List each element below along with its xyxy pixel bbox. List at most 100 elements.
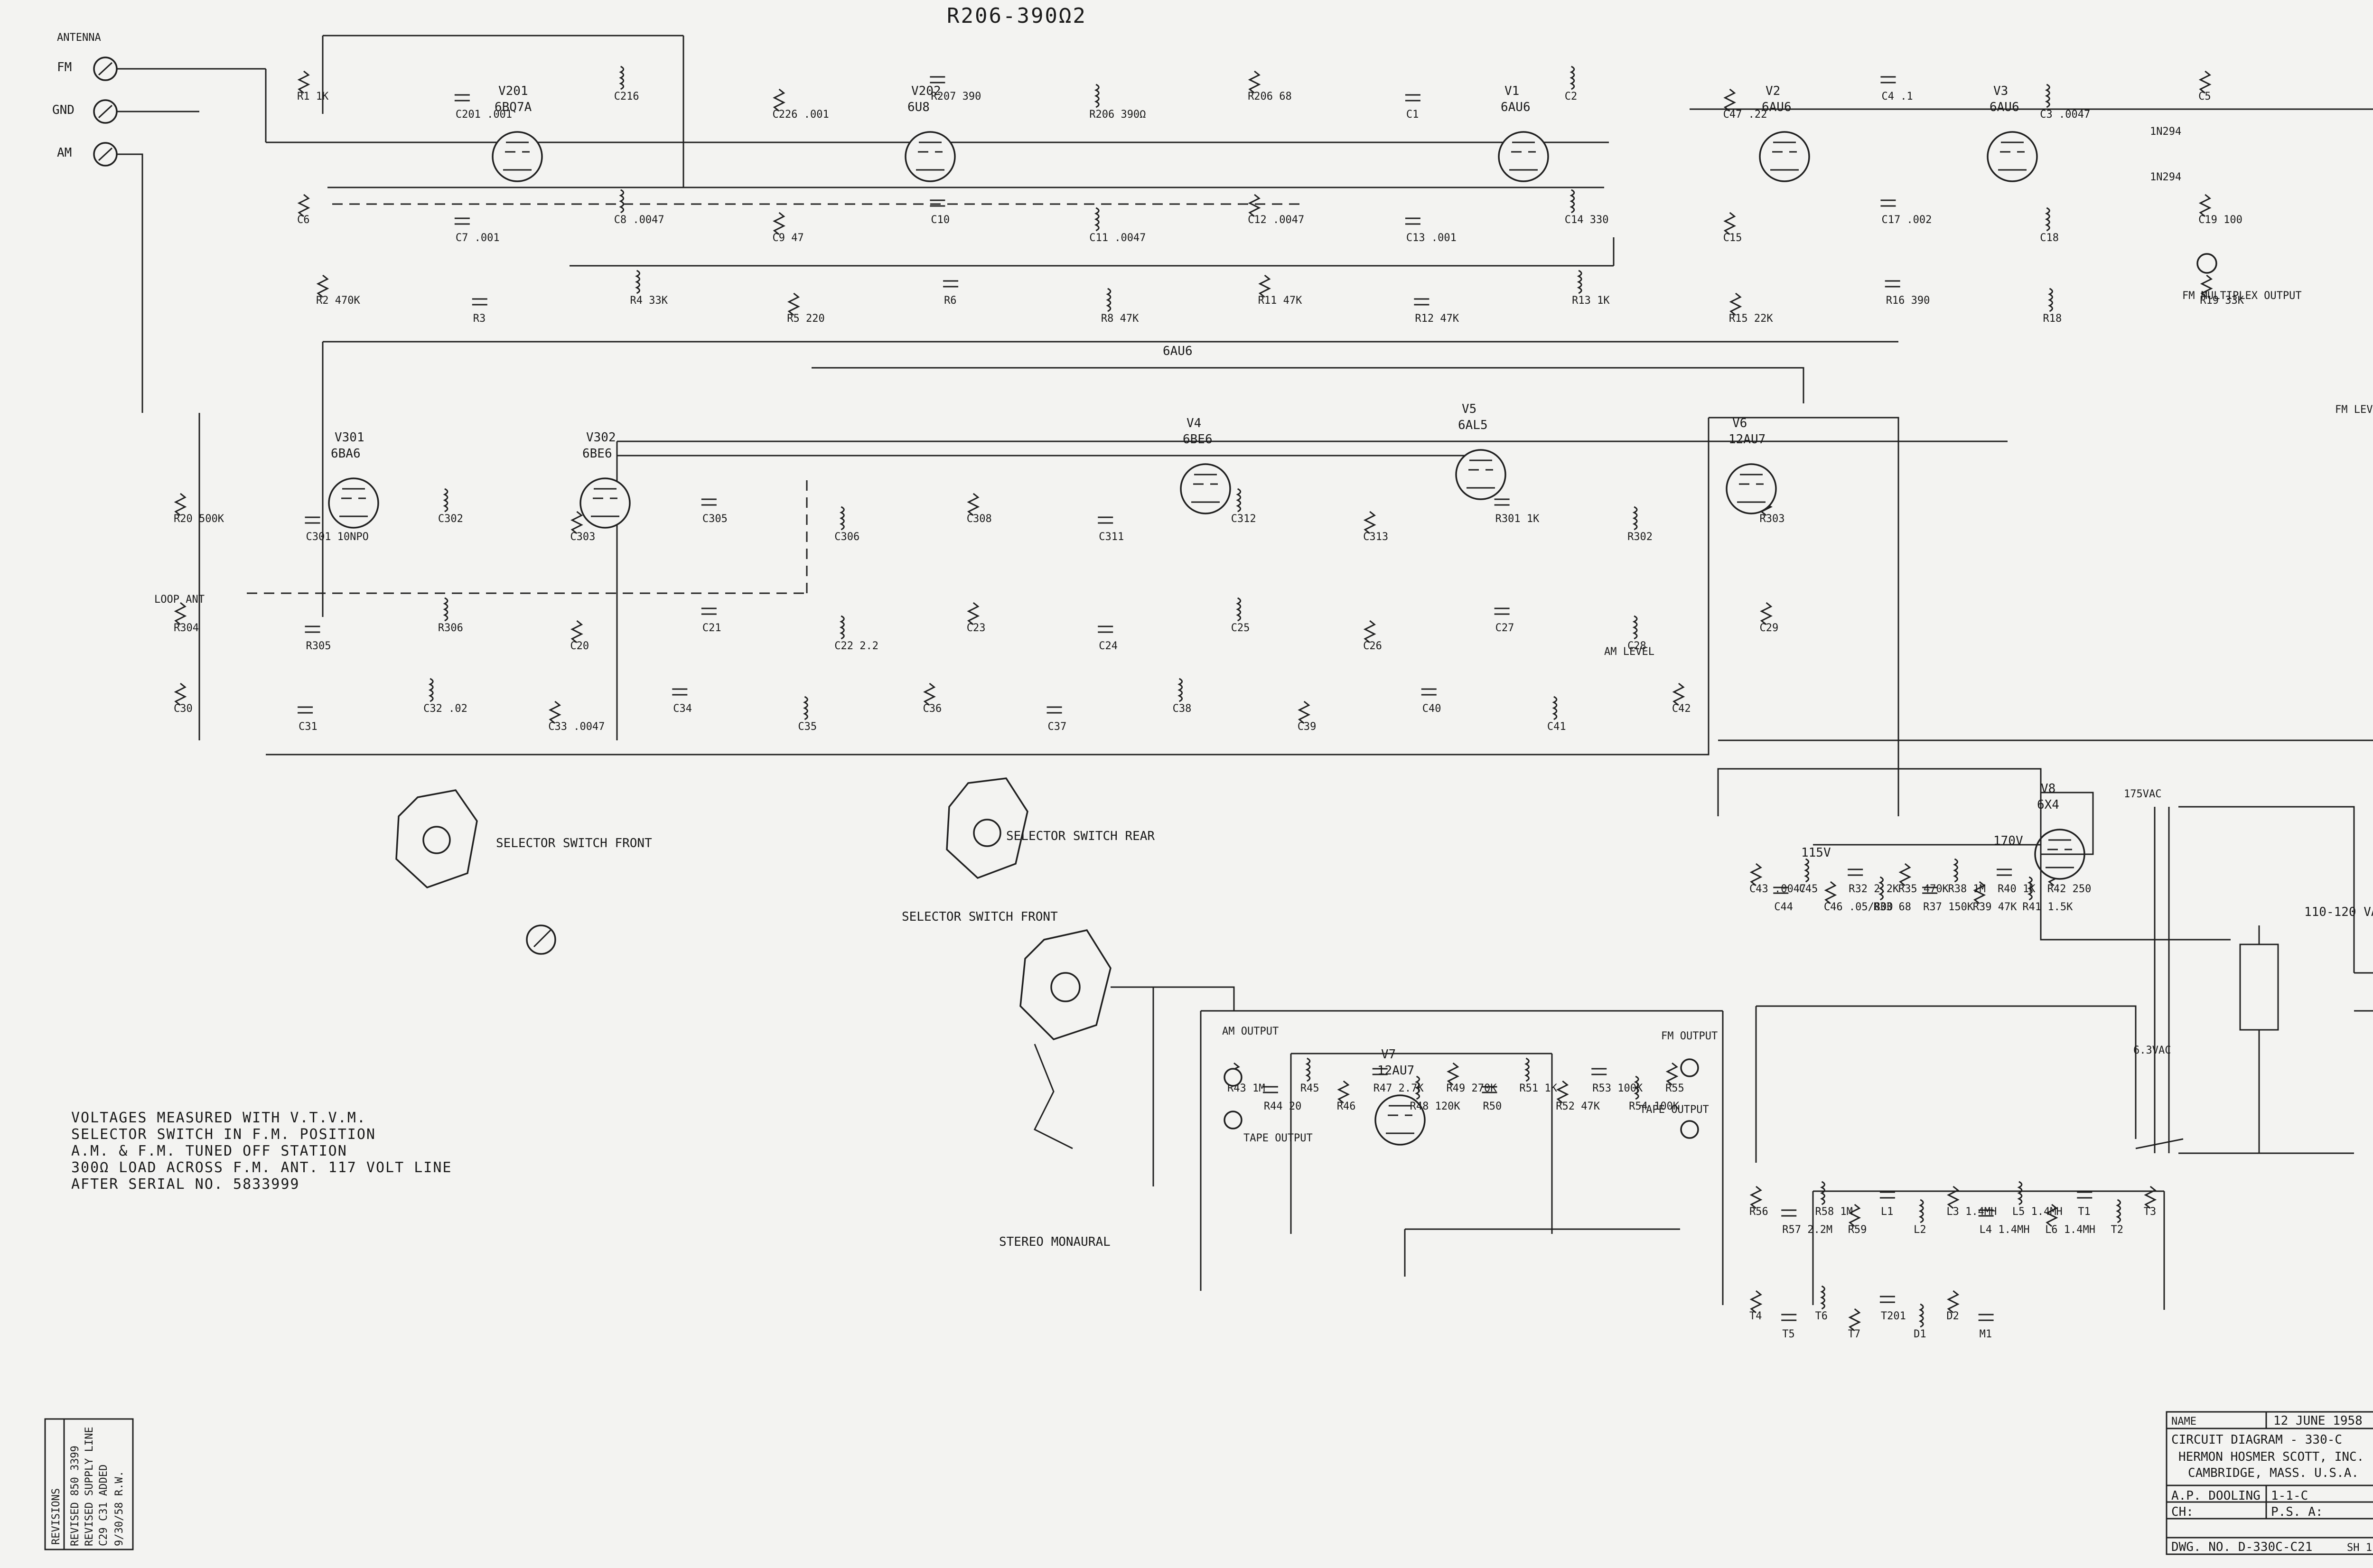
resistor-icon (174, 682, 187, 706)
power-transformer-core-icon (2154, 807, 2170, 1153)
revision-mark: R206-390Ω2 (947, 4, 1087, 28)
resistor-icon (1665, 1062, 1679, 1086)
ac-plug-icon (2354, 972, 2373, 1012)
resistor-icon (1729, 292, 1742, 316)
antenna-terminal-label-fm: FM (57, 60, 72, 75)
component-label: R39 47K (1973, 901, 2017, 913)
resistor-icon (773, 212, 785, 235)
tape-output-label: TAPE OUTPUT (1243, 1132, 1313, 1144)
vac-63-label: 6.3VAC (2133, 1045, 2171, 1056)
component-label: C12 .0047 (1248, 214, 1304, 226)
antenna-terminal-label-gnd: GND (52, 103, 75, 117)
capacitor-icon (1879, 1296, 1895, 1303)
vacuum-tube-icon (1726, 463, 1777, 514)
resistor-icon (570, 620, 583, 644)
coil-icon (1524, 1057, 1530, 1082)
coil-icon (1236, 597, 1242, 622)
title-block-company: HERMON HOSMER SCOTT, INC. (2178, 1450, 2364, 1464)
resistor-icon (1760, 602, 1773, 625)
title-block-location: CAMBRIDGE, MASS. U.S.A. (2188, 1466, 2359, 1480)
resistor-icon (1672, 682, 1685, 706)
tube-ref: V7 (1381, 1047, 1396, 1062)
component-label: C30 (174, 703, 193, 715)
component-label: C313 (1363, 531, 1388, 543)
component-label: C46 .05/800 (1824, 901, 1893, 913)
revision-line: C29 C31 ADDED (98, 1465, 110, 1546)
component-label: C17 .002 (1881, 214, 1932, 226)
coil-icon (1634, 1075, 1639, 1100)
component-label: C47 .22 (1723, 109, 1767, 121)
resistor-icon (1848, 1308, 1861, 1332)
resistor-icon (1947, 1185, 1960, 1209)
antenna-title: ANTENNA (57, 32, 101, 44)
component-label: C312 (1231, 513, 1256, 525)
component-label: R5 220 (787, 313, 824, 325)
am-output-jack-icon (1224, 1068, 1243, 1087)
fm-output-jack-icon (1680, 1058, 1699, 1077)
component-label: C34 (673, 703, 692, 715)
component-label: D2 (1946, 1310, 1959, 1322)
component-label: C44 (1774, 901, 1793, 913)
stereo-monaural-label: STEREO MONAURAL (999, 1235, 1111, 1249)
resistor-icon (548, 700, 561, 724)
coil-icon (619, 65, 625, 90)
screw-slot (98, 147, 113, 161)
resistor-icon (2045, 1204, 2058, 1227)
component-label: C2 (1565, 91, 1578, 103)
resistor-icon (174, 493, 187, 516)
component-label: R59 (1848, 1224, 1867, 1236)
capacitor-icon (1781, 1209, 1797, 1217)
coil-icon (1632, 506, 1638, 531)
capacitor-icon (1494, 607, 1510, 615)
stereo-monaural-switch-icon (1033, 1044, 1073, 1149)
coil-icon (443, 597, 448, 622)
power-supply-section: 110-120 VAC 115V 170V 175VAC 6.3VAC (1718, 768, 2373, 1310)
capacitor-icon (1414, 298, 1429, 306)
capacitor-icon (930, 199, 945, 207)
note-line: A.M. & F.M. TUNED OFF STATION (71, 1143, 347, 1159)
component-label: R33 68 (1874, 901, 1911, 913)
tube-type: 6BE6 (1183, 432, 1213, 447)
capacitor-icon (298, 706, 313, 714)
coil-icon (2045, 84, 2050, 108)
tape-output-2-jack-icon (1680, 1120, 1699, 1139)
component-label: R306 (438, 622, 463, 634)
vacuum-tubes: V2016BQ7AV2026U8V16AU6V26AU6V36AU6V46BE6… (328, 84, 2085, 1146)
capacitor-icon (1978, 1209, 1994, 1217)
resistor-icon (2198, 194, 2212, 217)
component-label: C14 330 (1565, 214, 1609, 226)
component-label: R207 390 (931, 91, 981, 103)
component-label: C7 .001 (456, 232, 500, 244)
component-label: R54 100K (1629, 1101, 1680, 1112)
capacitor-icon (1922, 887, 1938, 894)
capacitor-icon (1591, 1068, 1607, 1075)
component-label: C29 (1760, 622, 1779, 634)
component-label: R40 1K (1998, 883, 2036, 895)
capacitor-icon (1098, 625, 1113, 633)
component-label: C28 (1627, 640, 1646, 652)
coil-icon (619, 189, 625, 214)
coil-icon (839, 506, 845, 531)
coil-icon (1820, 1285, 1825, 1310)
component-label: R58 1M (1815, 1206, 1852, 1218)
component-label: R51 1K (1519, 1083, 1557, 1094)
diode-1-label: 1N294 (2150, 126, 2181, 138)
loop-antenna-label: LOOP ANT (154, 594, 205, 606)
tube-ref: V302 (586, 430, 616, 445)
revision-line: 9/30/58 R.W. (113, 1471, 125, 1546)
component-label: C43 .0047 (1749, 883, 1806, 895)
capacitor-icon (1978, 1314, 1994, 1321)
tube-ref: V201 (498, 84, 528, 98)
revisions-title: REVISIONS (50, 1488, 62, 1545)
tube-ref: V5 (1462, 402, 1476, 416)
vac-175-label: 175VAC (2124, 788, 2161, 800)
capacitor-icon (1885, 280, 1900, 288)
component-label: C8 .0047 (614, 214, 664, 226)
selector-switch-rear-label: SELECTOR SWITCH REAR (1006, 829, 1155, 843)
vacuum-tube-icon (905, 131, 956, 182)
capacitor-icon (1482, 1086, 1497, 1093)
component-label: R56 (1749, 1206, 1768, 1218)
capacitor-icon (1773, 887, 1789, 894)
